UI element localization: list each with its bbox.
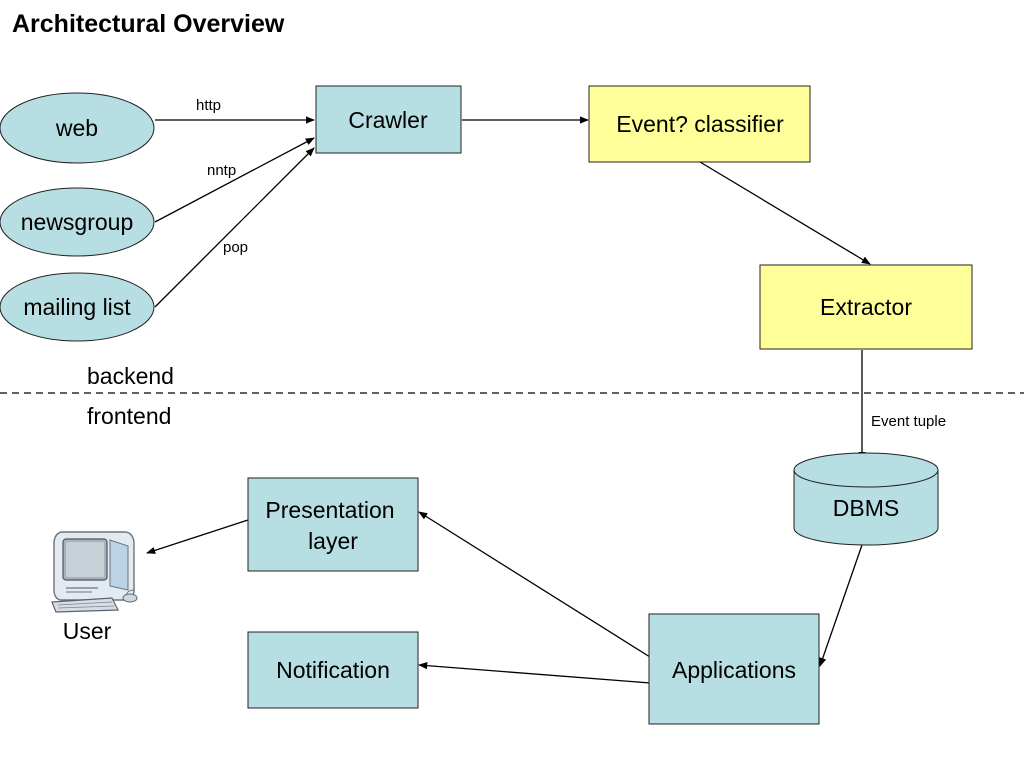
node-extractor-label: Extractor	[820, 294, 912, 320]
edge-label-event-tuple: Event tuple	[871, 413, 946, 430]
node-presentation-label-line2: layer	[308, 528, 358, 554]
page-title: Architectural Overview	[12, 10, 285, 38]
node-presentation-label-line1: Presentation	[265, 497, 394, 523]
source-mailing-list: mailing list	[0, 272, 155, 342]
node-extractor: Extractor	[759, 264, 973, 350]
node-notification: Notification	[247, 631, 419, 709]
protocol-label-http: http	[196, 97, 221, 114]
node-crawler: Crawler	[315, 85, 462, 154]
edge-dbms-applications	[819, 544, 863, 667]
node-applications: Applications	[648, 613, 820, 725]
source-newsgroup: newsgroup	[0, 187, 155, 257]
edge-newsgroup-crawler	[154, 137, 315, 223]
edge-mailinglist-crawler	[154, 147, 315, 308]
computer-terminal-icon	[51, 531, 138, 613]
region-label-backend: backend	[87, 363, 174, 389]
source-newsgroup-label: newsgroup	[21, 209, 134, 235]
edges	[146, 116, 871, 684]
node-notification-label: Notification	[276, 657, 390, 683]
node-crawler-label: Crawler	[348, 107, 428, 133]
source-web-label: web	[55, 115, 98, 141]
source-mailing-list-label: mailing list	[23, 294, 131, 320]
node-classifier: Event? classifier	[588, 85, 811, 163]
edge-applications-notification	[418, 662, 651, 684]
edge-presentation-user	[146, 519, 249, 554]
region-label-frontend: frontend	[87, 403, 171, 429]
protocol-label-pop: pop	[223, 239, 248, 256]
node-classifier-label: Event? classifier	[616, 111, 784, 137]
node-applications-label: Applications	[672, 657, 796, 683]
node-dbms: DBMS	[793, 452, 939, 546]
user-label: User	[63, 618, 112, 644]
node-dbms-label: DBMS	[833, 495, 899, 521]
source-web: web	[0, 92, 155, 164]
edge-classifier-extractor	[699, 161, 871, 265]
edge-applications-presentation	[418, 511, 651, 658]
protocol-label-nntp: nntp	[207, 162, 236, 179]
node-presentation-layer: Presentation layer	[247, 477, 419, 572]
